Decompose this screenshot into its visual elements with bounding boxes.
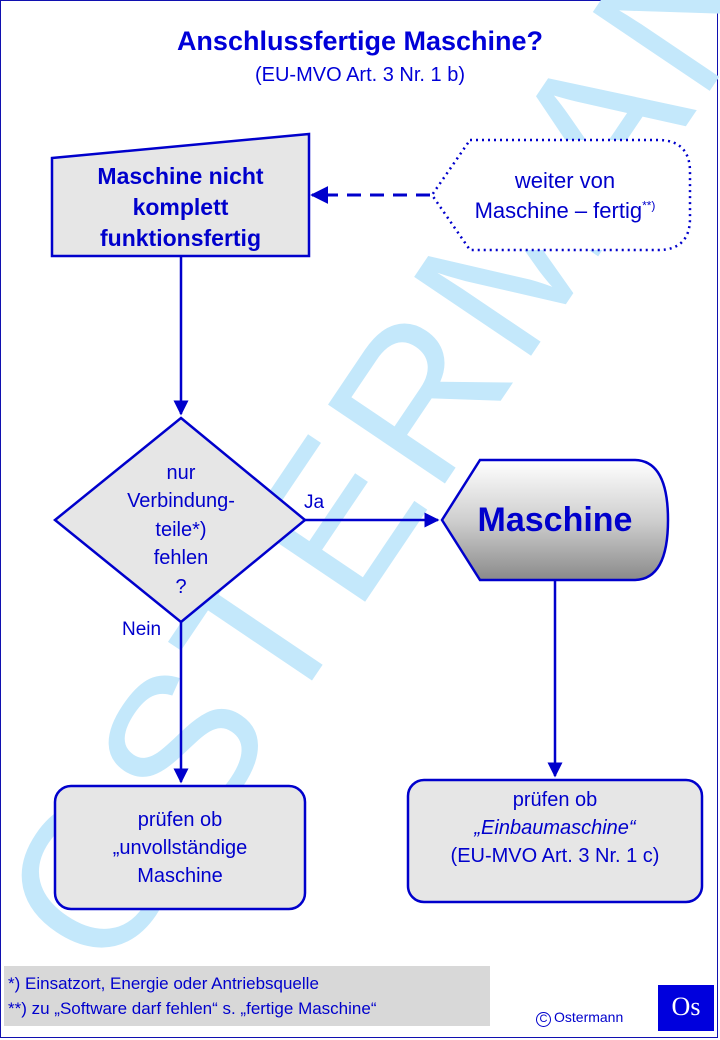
copyright-text: Ostermann (554, 1009, 624, 1025)
footnote-1: *) Einsatzort, Energie oder Antriebsquel… (8, 974, 319, 993)
check-einbau-line3: (EU-MVO Art. 3 Nr. 1 c) (450, 845, 660, 867)
decision-line: nur (166, 462, 196, 484)
continue-from-shape (430, 138, 692, 252)
continue-from-sup: **) (642, 198, 656, 213)
maschine-label: Maschine (477, 501, 633, 539)
copyright-symbol: C (536, 1012, 551, 1027)
check-einbau-line1: prüfen ob (512, 789, 598, 811)
logo: Os (658, 985, 714, 1031)
check-einbau-line2: „Einbaumaschine“ (474, 817, 636, 839)
start-box-line: funktionsfertig (100, 225, 261, 252)
check-incomplete-text: prüfen ob „unvollständige Maschine (55, 806, 305, 890)
edge-label-yes: Ja (304, 492, 325, 513)
start-box-shape (50, 132, 311, 258)
continue-from-main: Maschine – fertig (474, 197, 643, 223)
start-box-line: komplett (132, 194, 229, 221)
check-einbau-shape (406, 778, 704, 904)
maschine-shape (440, 458, 670, 582)
decision-text: nur Verbindung- teile*) fehlen ? (100, 459, 262, 601)
check-incomplete-line: „unvollständige (112, 837, 248, 859)
start-box-line: Maschine nicht (97, 163, 264, 189)
footnote-2: **) zu „Software darf fehlen“ s. „fertig… (8, 999, 377, 1018)
decision-line: fehlen (153, 547, 209, 570)
page-subtitle: (EU-MVO Art. 3 Nr. 1 b) (254, 64, 466, 86)
continue-from-line2: Maschine – fertig**) (440, 196, 690, 226)
continue-from-line1: weiter von (514, 168, 616, 193)
check-incomplete-shape (53, 784, 307, 911)
decision-line: teile*) (155, 518, 207, 541)
check-incomplete-line: Maschine (137, 865, 223, 887)
edge-label-no: Nein (122, 619, 162, 640)
start-box-text: Maschine nicht komplett funktionsfertig (52, 161, 309, 254)
check-einbau-text: prüfen ob „Einbaumaschine“ (EU-MVO Art. … (408, 786, 702, 870)
footnote-box (4, 966, 490, 1026)
continue-from-text: weiter von Maschine – fertig**) (440, 166, 690, 225)
decision-line: Verbindung- (127, 490, 235, 513)
decision-line: ? (175, 575, 187, 598)
page-title: Anschlussfertige Maschine? (176, 26, 544, 56)
check-incomplete-line: prüfen ob (137, 809, 223, 831)
